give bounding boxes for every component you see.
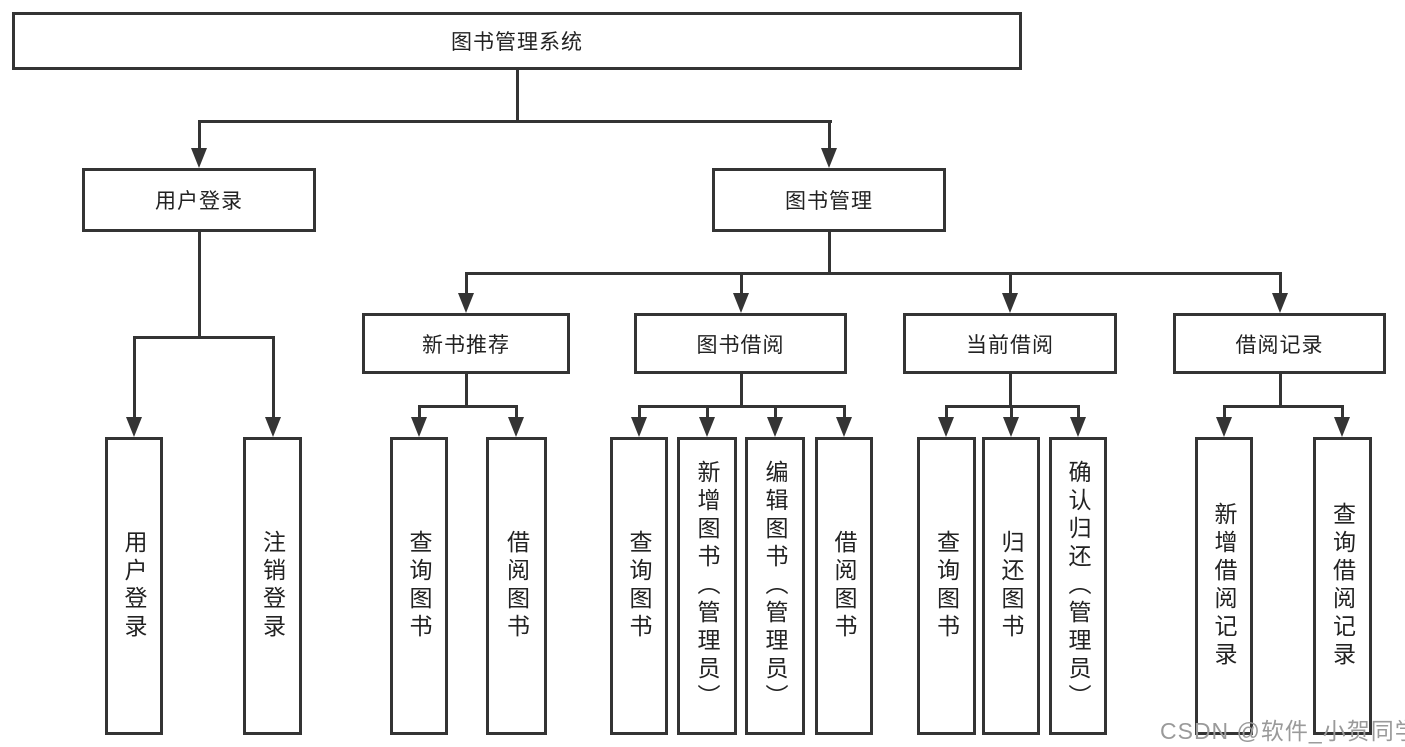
leaf-label: 新增借阅记录 [1211, 502, 1237, 670]
node-book-management: 图书管理 [712, 168, 946, 232]
node-borrow-records: 借阅记录 [1173, 313, 1386, 374]
connector-stem [1009, 374, 1012, 408]
csdn-watermark: CSDN @软件_小贺同学 [1160, 718, 1405, 744]
connector-drop [418, 405, 421, 417]
node-label: 新书推荐 [422, 333, 510, 357]
leaf-add-borrow-record: 新增借阅记录 [1195, 437, 1253, 735]
arrowhead-icon [126, 417, 142, 437]
connector-stem [740, 374, 743, 408]
leaf-query-books-current: 查询图书 [917, 437, 976, 735]
arrowhead-icon [821, 148, 837, 168]
leaf-label: 查询借阅记录 [1329, 502, 1356, 670]
connector-stem [198, 232, 201, 339]
leaf-confirm-return-admin: 确认归还（管理员） [1049, 437, 1107, 735]
arrowhead-icon [836, 417, 852, 437]
leaf-logout: 注销登录 [243, 437, 302, 735]
leaf-label: 借阅图书 [831, 530, 857, 642]
connector-drop [638, 405, 641, 417]
connector-root-branch [198, 120, 832, 123]
leaf-label: 查询图书 [406, 530, 432, 642]
leaf-user-login: 用户登录 [105, 437, 163, 735]
arrowhead-icon [191, 148, 207, 168]
node-current-borrow: 当前借阅 [903, 313, 1117, 374]
arrowhead-icon [631, 417, 647, 437]
connector-drop [1223, 405, 1226, 417]
connector-drop [740, 272, 743, 293]
node-label: 用户登录 [155, 190, 243, 213]
leaf-query-borrow-record: 查询借阅记录 [1313, 437, 1372, 735]
leaf-query-books-recommend: 查询图书 [390, 437, 448, 735]
connector-drop [828, 120, 831, 148]
leaf-label: 确认归还（管理员） [1065, 460, 1091, 712]
connector-drop [198, 120, 201, 148]
leaf-label: 查询图书 [933, 530, 960, 642]
connector-root-stem [516, 70, 519, 122]
connector-drop [515, 405, 518, 417]
connector-branch [638, 405, 846, 408]
arrowhead-icon [1334, 417, 1350, 437]
leaf-borrow-books-recommend: 借阅图书 [486, 437, 547, 735]
arrowhead-icon [265, 417, 281, 437]
node-label: 图书借阅 [696, 333, 785, 357]
connector-drop [133, 336, 136, 417]
leaf-edit-book-admin: 编辑图书（管理员） [745, 437, 805, 735]
leaf-label: 查询图书 [626, 530, 652, 642]
connector-branch [1223, 405, 1344, 408]
arrowhead-icon [938, 417, 954, 437]
connector-drop [1279, 272, 1282, 293]
connector-branch [465, 272, 1282, 275]
leaf-return-book: 归还图书 [982, 437, 1040, 735]
connector-drop [272, 336, 275, 417]
leaf-add-book-admin: 新增图书（管理员） [677, 437, 737, 735]
connector-drop [1009, 272, 1012, 293]
node-label: 当前借阅 [966, 333, 1054, 357]
leaf-label: 借阅图书 [503, 530, 530, 642]
leaf-query-books-borrow: 查询图书 [610, 437, 668, 735]
arrowhead-icon [767, 417, 783, 437]
connector-branch [418, 405, 518, 408]
leaf-borrow-books: 借阅图书 [815, 437, 873, 735]
arrowhead-icon [458, 293, 474, 313]
arrowhead-icon [733, 293, 749, 313]
node-book-borrow: 图书借阅 [634, 313, 847, 374]
connector-drop [1341, 405, 1344, 417]
node-label: 借阅记录 [1235, 333, 1324, 357]
arrowhead-icon [699, 417, 715, 437]
arrowhead-icon [411, 417, 427, 437]
connector-branch [133, 336, 275, 339]
node-system-root: 图书管理系统 [12, 12, 1022, 70]
node-new-book-recommend: 新书推荐 [362, 313, 570, 374]
node-label: 图书管理 [785, 190, 873, 213]
leaf-label: 编辑图书（管理员） [762, 460, 788, 712]
connector-stem [828, 232, 831, 275]
arrowhead-icon [1070, 417, 1086, 437]
connector-drop [1010, 405, 1013, 417]
arrowhead-icon [1002, 293, 1018, 313]
connector-drop [843, 405, 846, 417]
leaf-label: 新增图书（管理员） [694, 460, 720, 712]
leaf-label: 用户登录 [121, 530, 147, 642]
connector-drop [1077, 405, 1080, 417]
connector-drop [945, 405, 948, 417]
leaf-label: 注销登录 [259, 530, 286, 642]
connector-drop [706, 405, 709, 417]
arrowhead-icon [1216, 417, 1232, 437]
connector-stem [1279, 374, 1282, 408]
connector-stem [465, 374, 468, 408]
arrowhead-icon [1003, 417, 1019, 437]
connector-drop [465, 272, 468, 293]
leaf-label: 归还图书 [998, 530, 1024, 642]
node-user-login: 用户登录 [82, 168, 316, 232]
node-label: 图书管理系统 [451, 31, 583, 54]
connector-drop [774, 405, 777, 417]
arrowhead-icon [508, 417, 524, 437]
arrowhead-icon [1272, 293, 1288, 313]
